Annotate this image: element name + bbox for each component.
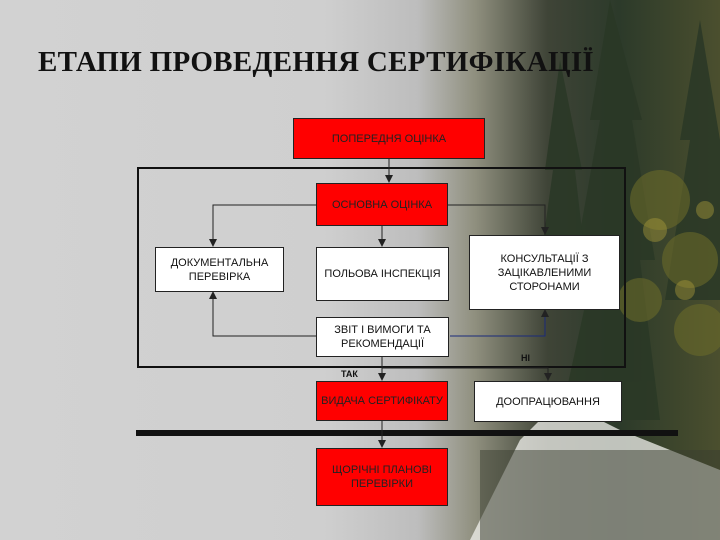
label-yes: ТАК	[341, 369, 358, 379]
label-no: НІ	[521, 353, 530, 363]
node-main-assessment: ОСНОВНА ОЦІНКА	[316, 183, 448, 226]
node-field-inspection: ПОЛЬОВА ІНСПЕКЦІЯ	[316, 247, 449, 301]
node-rework: ДООПРАЦЮВАННЯ	[474, 381, 622, 422]
node-certificate-issuance: ВИДАЧА СЕРТИФІКАТУ	[316, 381, 448, 421]
node-documentary-check: ДОКУМЕНТАЛЬНА ПЕРЕВІРКА	[155, 247, 284, 292]
node-annual-inspections: ЩОРІЧНІ ПЛАНОВІ ПЕРЕВІРКИ	[316, 448, 448, 506]
node-stakeholder-consultations: КОНСУЛЬТАЦІЇ З ЗАЦІКАВЛЕНИМИ СТОРОНАМИ	[469, 235, 620, 310]
node-report-requirements: ЗВІТ І ВИМОГИ ТА РЕКОМЕНДАЦІЇ	[316, 317, 449, 357]
node-preliminary-assessment: ПОПЕРЕДНЯ ОЦІНКА	[293, 118, 485, 159]
page-title: ЕТАПИ ПРОВЕДЕННЯ СЕРТИФІКАЦІЇ	[38, 46, 595, 78]
